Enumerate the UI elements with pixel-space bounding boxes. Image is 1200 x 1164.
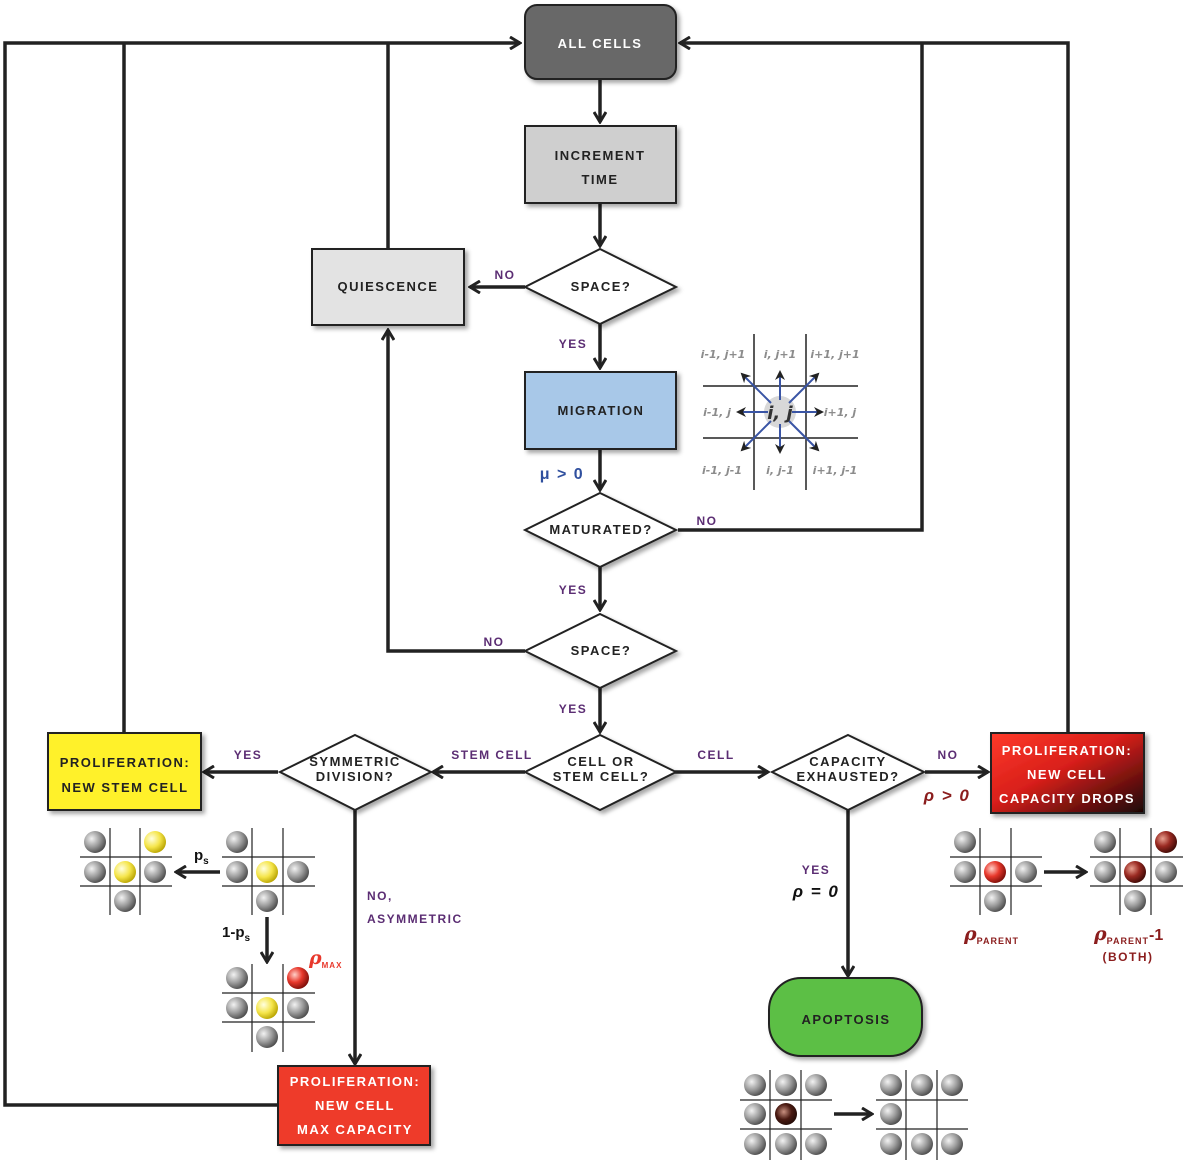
grid-capacity-result	[1090, 828, 1183, 915]
svg-text:PROLIFERATION:: PROLIFERATION:	[290, 1074, 421, 1089]
svg-text:NO: NO	[938, 748, 959, 762]
svg-text:MAX CAPACITY: MAX CAPACITY	[297, 1122, 413, 1137]
svg-text:PROLIFERATION:: PROLIFERATION:	[1002, 743, 1133, 758]
svg-text:SPACE?: SPACE?	[571, 643, 632, 658]
svg-text:i-1, j+1: i-1, j+1	[701, 348, 746, 361]
svg-text:YES: YES	[559, 702, 588, 716]
svg-text:NO,: NO,	[367, 889, 393, 903]
svg-text:SPACE?: SPACE?	[571, 279, 632, 294]
node-capacity-exhausted: CAPACITY EXHAUSTED?	[769, 733, 927, 812]
svg-text:i-1, j: i-1, j	[703, 406, 731, 419]
label-both: (BOTH)	[1103, 950, 1154, 964]
svg-text:DIVISION?: DIVISION?	[316, 769, 395, 784]
node-proliferation-capacity-drops: PROLIFERATION: NEW CELL CAPACITY DROPS	[990, 732, 1145, 814]
svg-text:YES: YES	[559, 337, 588, 351]
svg-text:YES: YES	[802, 863, 831, 877]
label-rho-parent: ρPARENT	[963, 923, 1019, 946]
svg-text:YES: YES	[559, 583, 588, 597]
svg-text:PROLIFERATION:: PROLIFERATION:	[60, 755, 191, 770]
label-rho-parent-minus: ρPARENT-1	[1093, 923, 1163, 946]
grid-apoptosis-result	[876, 1070, 968, 1160]
svg-text:NEW CELL: NEW CELL	[315, 1098, 395, 1113]
svg-text:ρ = 0: ρ = 0	[792, 882, 840, 901]
svg-text:STEM CELL?: STEM CELL?	[553, 769, 650, 784]
svg-text:NO: NO	[484, 635, 505, 649]
node-space-2: SPACE?	[522, 612, 679, 690]
svg-text:CELL: CELL	[697, 748, 734, 762]
svg-text:CAPACITY: CAPACITY	[809, 754, 886, 769]
svg-text:STEM CELL: STEM CELL	[451, 748, 533, 762]
svg-text:EXHAUSTED?: EXHAUSTED?	[796, 769, 899, 784]
svg-text:i, j-1: i, j-1	[766, 464, 794, 477]
node-space-1: SPACE?	[522, 247, 679, 326]
svg-text:μ > 0: μ > 0	[540, 466, 584, 483]
svg-text:i+1, j-1: i+1, j-1	[813, 464, 858, 477]
svg-text:QUIESCENCE: QUIESCENCE	[338, 279, 439, 294]
svg-text:ALL CELLS: ALL CELLS	[558, 36, 643, 51]
svg-text:SYMMETRIC: SYMMETRIC	[309, 754, 401, 769]
svg-text:YES: YES	[234, 748, 263, 762]
svg-text:MIGRATION: MIGRATION	[558, 403, 645, 418]
svg-text:TIME: TIME	[581, 172, 618, 187]
grid-capacity-source	[950, 828, 1042, 915]
node-migration: MIGRATION	[524, 371, 677, 450]
node-proliferation-stem: PROLIFERATION: NEW STEM CELL	[47, 732, 202, 811]
node-proliferation-max-capacity: PROLIFERATION: NEW CELL MAX CAPACITY	[277, 1065, 431, 1146]
svg-text:NEW CELL: NEW CELL	[1027, 767, 1107, 782]
connectors	[3, 43, 1070, 1107]
node-all-cells: ALL CELLS	[524, 4, 677, 80]
edge-labels: NO YES μ > 0 NO YES NO YES STEM CELL CEL…	[234, 268, 971, 926]
label-ps: ps	[194, 847, 209, 867]
grid-symmetric-result	[80, 828, 172, 915]
svg-text:CAPACITY DROPS: CAPACITY DROPS	[999, 791, 1135, 806]
svg-text:i+1, j: i+1, j	[824, 406, 857, 419]
svg-text:i, j+1: i, j+1	[764, 348, 796, 361]
node-symmetric-division: SYMMETRIC DIVISION?	[277, 733, 434, 812]
svg-text:i+1, j+1: i+1, j+1	[810, 348, 859, 361]
svg-text:NO: NO	[697, 514, 718, 528]
node-maturated: MATURATED?	[522, 491, 679, 569]
node-apoptosis: APOPTOSIS	[768, 977, 923, 1057]
svg-text:MATURATED?: MATURATED?	[549, 522, 652, 537]
svg-text:ASYMMETRIC: ASYMMETRIC	[367, 912, 463, 926]
grid-symmetric-source	[222, 828, 315, 915]
svg-text:INCREMENT: INCREMENT	[555, 148, 646, 163]
svg-text:NO: NO	[495, 268, 516, 282]
svg-text:i-1, j-1: i-1, j-1	[702, 464, 742, 477]
svg-text:NEW STEM CELL: NEW STEM CELL	[61, 780, 188, 795]
node-cell-or-stem: CELL OR STEM CELL?	[522, 733, 679, 812]
grid-apoptosis-source	[740, 1070, 832, 1160]
edge-space2-quiescence	[388, 330, 525, 653]
migration-arrows	[736, 370, 824, 454]
node-increment-time: INCREMENT TIME	[524, 125, 677, 204]
svg-text:i, j: i, j	[767, 403, 793, 424]
label-rho-max: ρMAX	[308, 947, 342, 970]
label-one-minus-ps: 1-ps	[222, 924, 251, 944]
edge-capdrops-to-allcells	[680, 43, 1070, 733]
svg-text:ρ > 0: ρ > 0	[923, 786, 971, 805]
edge-maturated-no	[678, 43, 924, 532]
migration-neighborhood-grid: i-1, j+1 i, j+1 i+1, j+1 i-1, j i, j i+1…	[701, 334, 860, 490]
edge-maxcap-to-allcells	[3, 43, 520, 1107]
node-quiescence: QUIESCENCE	[311, 248, 465, 326]
svg-text:CELL OR: CELL OR	[567, 754, 634, 769]
svg-text:APOPTOSIS: APOPTOSIS	[801, 1012, 890, 1027]
grid-asymmetric-result	[222, 964, 315, 1052]
